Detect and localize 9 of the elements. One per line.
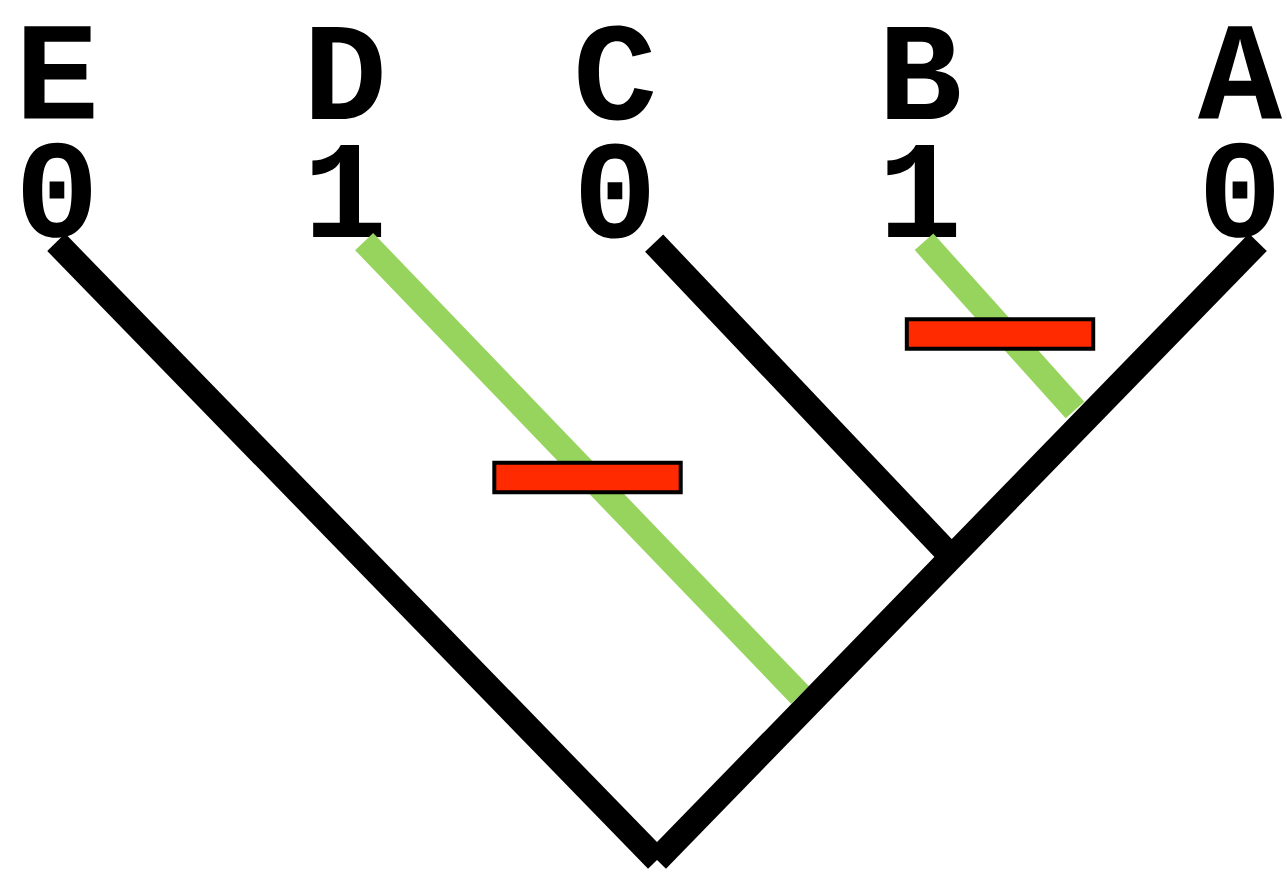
branch-line: [355, 232, 810, 704]
branch-line: [914, 233, 1085, 419]
change-bar: [904, 317, 1096, 351]
change-bar: [492, 460, 683, 495]
tip-label: D 1: [312, 26, 382, 238]
tip-label: A 0: [1198, 26, 1282, 238]
tip-label: E 0: [23, 26, 94, 238]
tip-label: B 1: [887, 26, 960, 238]
tip-label: C 0: [578, 25, 654, 239]
